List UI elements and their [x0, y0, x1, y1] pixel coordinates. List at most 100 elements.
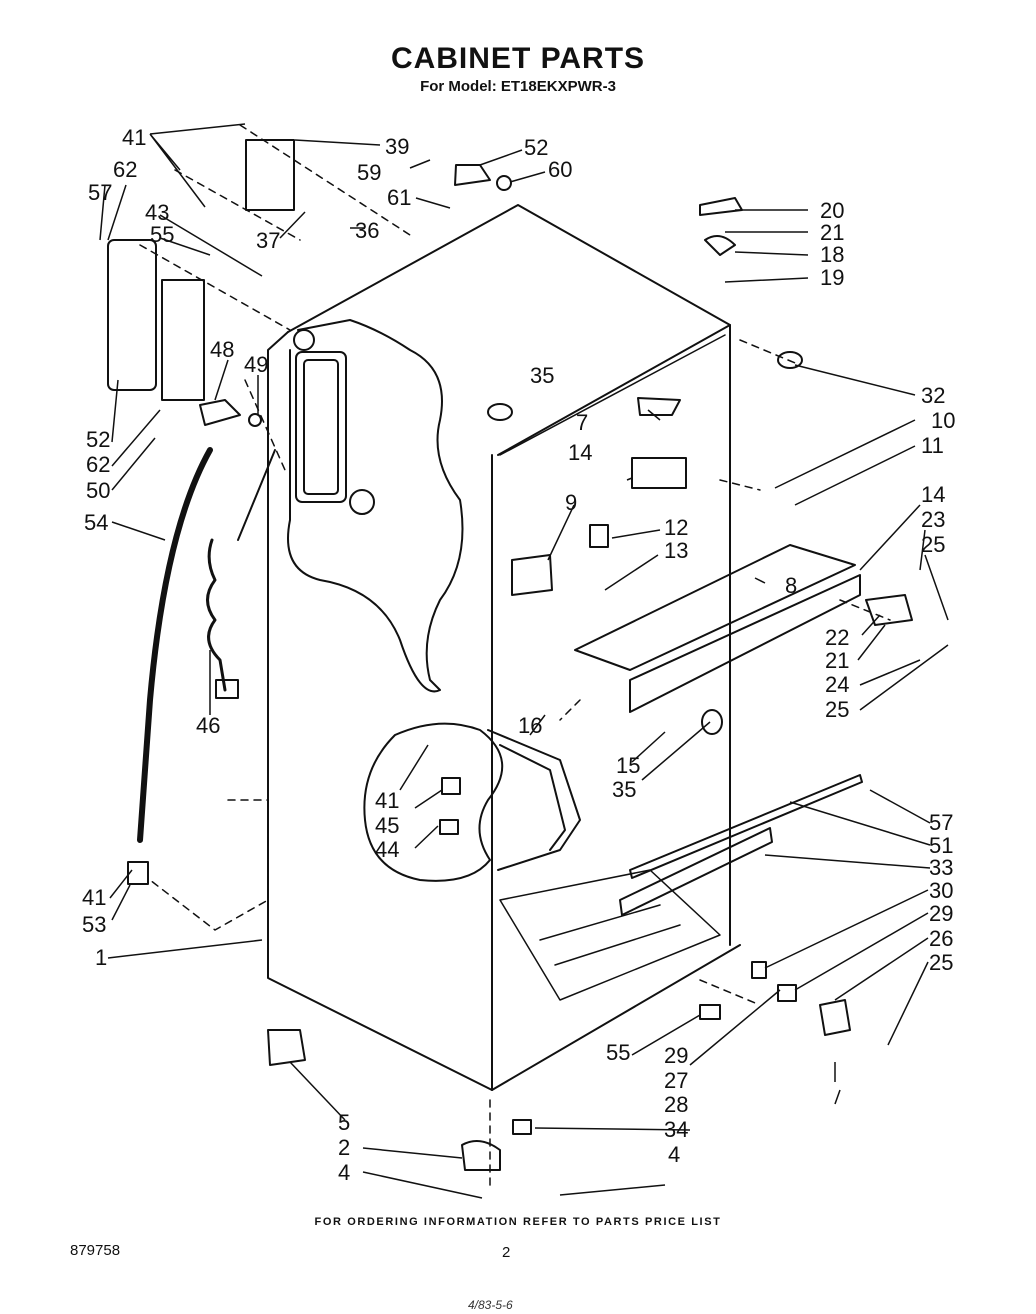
callout-label: 49	[244, 352, 268, 377]
callout-label: 18	[820, 242, 844, 267]
part-33	[512, 1119, 532, 1135]
document-number: 879758	[70, 1242, 121, 1259]
callout-label: 61	[387, 185, 411, 210]
callout-label: 13	[664, 538, 688, 563]
callout-label: 26	[929, 926, 953, 951]
callout-label: 41	[82, 885, 106, 910]
drain-tube-51	[137, 447, 213, 843]
part-8	[511, 554, 553, 596]
callout-label: 28	[664, 1092, 688, 1117]
callout-label: 50	[86, 478, 110, 503]
part-35	[701, 709, 723, 735]
rail-32	[619, 827, 773, 916]
callout-label: 10	[931, 408, 955, 433]
model-subtitle: For Model: ET18EKXPWR-3	[420, 78, 616, 95]
callout-label: 11	[921, 433, 944, 458]
callout-label: 27	[664, 1068, 688, 1093]
callout-label: 60	[548, 157, 572, 182]
callout-label: 9	[565, 490, 577, 515]
callout-label: 15	[616, 753, 640, 778]
callout-label: 41	[122, 125, 146, 150]
callout-label: 46	[196, 713, 220, 738]
callout-label: 24	[825, 672, 849, 697]
callout-label: 29	[929, 901, 953, 926]
callout-label: 43	[145, 200, 169, 225]
part-34	[777, 351, 803, 369]
callout-label: 51	[929, 833, 953, 858]
callout-label: 62	[113, 157, 137, 182]
callout-label: 36	[355, 218, 379, 243]
part-56	[454, 164, 491, 186]
callout-label: 41	[375, 788, 399, 813]
callout-label: 25	[921, 532, 945, 557]
callout-label: 44	[375, 837, 399, 862]
callout-label: 8	[785, 573, 797, 598]
rail-7	[574, 544, 856, 671]
callout-label: 59	[357, 160, 381, 185]
part-26	[819, 999, 851, 1036]
callout-label: 37	[256, 228, 280, 253]
callout-label: 48	[210, 337, 234, 362]
callout-label: 55	[150, 222, 174, 247]
handwritten-note: 4/83-5-6	[468, 1298, 513, 1312]
part-52	[127, 861, 149, 885]
callout-label: 25	[825, 697, 849, 722]
part-29	[777, 984, 797, 1002]
part-36	[487, 403, 513, 421]
callout-label: 53	[82, 912, 106, 937]
callout-label: 52	[86, 427, 110, 452]
part-61	[161, 279, 205, 401]
rail-15	[629, 574, 861, 713]
callout-label: 21	[825, 648, 849, 673]
callout-label: 1	[95, 945, 107, 970]
part-43	[441, 777, 461, 795]
callout-label: 33	[929, 855, 953, 880]
callout-label: 32	[921, 383, 945, 408]
callout-label: 23	[921, 507, 945, 532]
callout-label: 21	[820, 220, 844, 245]
callout-label: 35	[530, 363, 554, 388]
part-31	[751, 961, 767, 979]
cutaway-upper	[287, 319, 464, 693]
part-11	[589, 524, 609, 548]
callout-labels: 57 62 41 43 55 39 52 59 60 61 37 36 20 2…	[82, 125, 955, 1185]
callout-label: 34	[664, 1117, 688, 1142]
callout-label: 16	[518, 713, 542, 738]
page-title: CABINET PARTS	[390, 42, 646, 75]
callout-label: 30	[929, 878, 953, 903]
callout-label: 35	[612, 777, 636, 802]
line-cord-44	[206, 538, 227, 692]
part-17	[704, 235, 736, 256]
callout-label: 2	[338, 1135, 350, 1160]
callout-label: 20	[820, 198, 844, 223]
part-39	[245, 139, 295, 211]
part-55	[699, 1004, 721, 1020]
callout-label: 54	[84, 510, 108, 535]
callout-label: 14	[568, 440, 592, 465]
rail-54	[629, 774, 863, 879]
callout-label: 29	[664, 1043, 688, 1068]
cutaway-lower	[363, 722, 504, 882]
callout-label: 55	[606, 1040, 630, 1065]
callout-label: 4	[668, 1142, 680, 1167]
part-14	[631, 457, 687, 489]
ordering-note: FOR ORDERING INFORMATION REFER TO PARTS …	[314, 1216, 722, 1228]
callout-label: 39	[385, 134, 409, 159]
part-5	[267, 1029, 306, 1066]
callout-label: 57	[929, 810, 953, 835]
part-47	[248, 413, 262, 427]
callout-label: 7	[576, 410, 588, 435]
callout-label: 12	[664, 515, 688, 540]
part-49	[107, 239, 157, 391]
callout-label: 4	[338, 1160, 350, 1185]
callout-label: 57	[88, 180, 112, 205]
part-42	[439, 819, 459, 835]
callout-label: 22	[825, 625, 849, 650]
callout-label: 5	[338, 1110, 350, 1135]
callout-label: 52	[524, 135, 548, 160]
cabinet-front-edge	[267, 331, 493, 1091]
callout-label: 19	[820, 265, 844, 290]
callout-label: 62	[86, 452, 110, 477]
part-58	[496, 175, 512, 191]
